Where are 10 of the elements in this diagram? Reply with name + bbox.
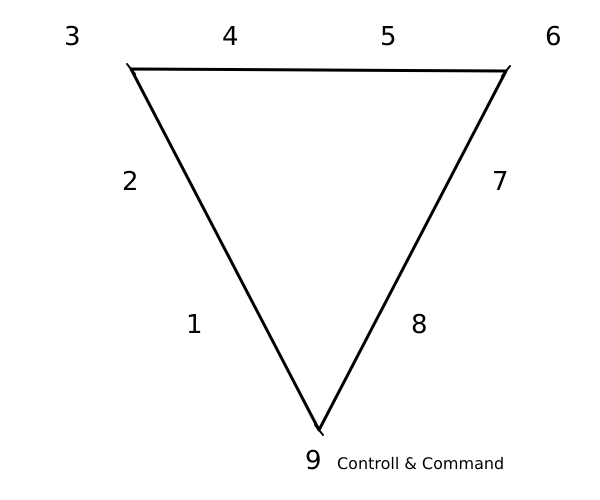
number-label: 5: [380, 24, 397, 50]
number-label: 6: [545, 24, 562, 50]
number-label: 2: [122, 169, 139, 195]
number-label: 9: [305, 448, 322, 474]
number-label: 3: [64, 24, 81, 50]
number-label: 8: [411, 312, 428, 338]
number-label: 7: [492, 169, 509, 195]
number-label: 4: [222, 24, 239, 50]
caption-text: Controll & Command: [337, 456, 504, 472]
number-label: 1: [186, 312, 203, 338]
